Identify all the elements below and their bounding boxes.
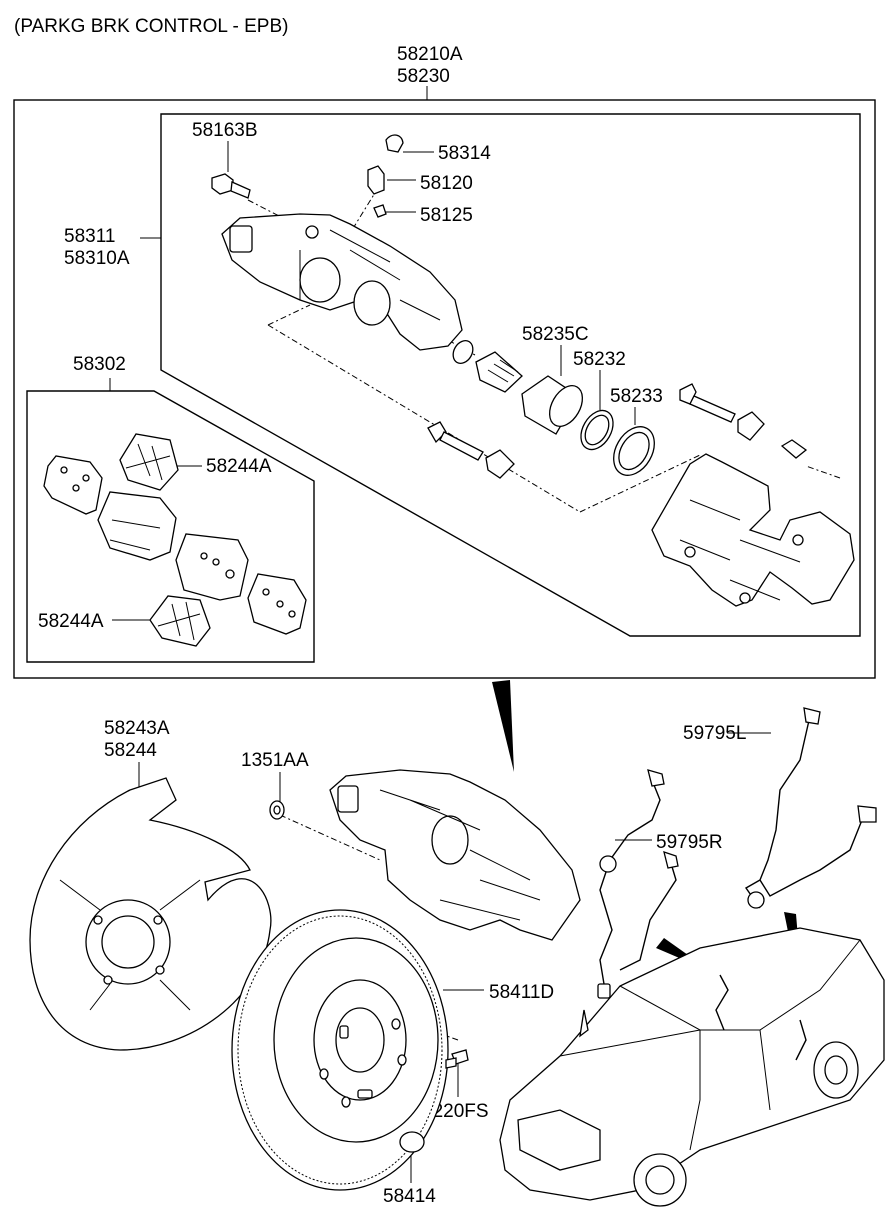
piston-boot-58233 (613, 426, 655, 476)
pad-shim-left (43, 455, 103, 515)
diagram-title: (PARKG BRK CONTROL - EPB) (14, 16, 288, 37)
label-58310A: 58310A (64, 248, 130, 269)
brake-disc-58411D (231, 909, 449, 1191)
label-58244: 58244 (104, 740, 157, 761)
label-1351AA: 1351AA (241, 750, 309, 771)
vehicle-illustration (499, 927, 885, 1207)
callout-pointer-caliper (492, 680, 514, 772)
dust-cap-58314 (385, 134, 404, 153)
guide-pin-bushing (780, 439, 808, 459)
label-58232: 58232 (573, 349, 626, 370)
bleeder-58120 (367, 165, 385, 195)
label-58302: 58302 (73, 354, 126, 375)
brake-pad-outer (175, 533, 249, 601)
bleeder-cap-58125 (373, 204, 387, 218)
label-58233: 58233 (610, 386, 663, 407)
dust-shield-58243A (29, 777, 272, 1051)
plug-1351AA (269, 800, 285, 820)
guide-pin-upper (679, 383, 765, 441)
clip-58244A-upper (119, 433, 179, 491)
label-58314: 58314 (438, 143, 491, 164)
label-58125: 58125 (420, 205, 473, 226)
label-59795L: 59795L (683, 723, 746, 744)
screw-1220FS (445, 1049, 469, 1069)
caliper-assembly (329, 769, 581, 941)
label-58235C: 58235C (522, 324, 589, 345)
leader-lines (112, 141, 771, 1183)
pad-kit-frame (26, 390, 315, 663)
seal-ring-small (452, 340, 474, 364)
guide-sleeve (475, 351, 523, 393)
label-58244A-lower: 58244A (38, 611, 104, 632)
hub-cap-58414 (399, 1131, 425, 1153)
label-58411D: 58411D (489, 982, 554, 1003)
brake-pad-inner (97, 491, 177, 561)
clip-58244A-lower (149, 595, 211, 647)
wheel-speed-sensor-59795R (597, 769, 679, 999)
label-58210A: 58210A (397, 44, 463, 65)
label-58243A: 58243A (104, 718, 170, 739)
pad-shim-right (247, 573, 307, 635)
label-58163B: 58163B (192, 120, 258, 141)
label-58311: 58311 (64, 226, 115, 247)
label-58414: 58414 (383, 1186, 436, 1207)
label-58230: 58230 (397, 66, 450, 87)
caliper-body (221, 213, 463, 351)
wheel-speed-sensor-59795L (744, 707, 877, 909)
bolt-58163B (211, 173, 251, 199)
label-58120: 58120 (420, 173, 473, 194)
label-59795R: 59795R (656, 832, 723, 853)
caliper-inner-frame (160, 113, 861, 637)
assembly-outer-frame (13, 99, 876, 679)
piston-seal-58232 (580, 409, 614, 451)
carrier-bracket (651, 453, 855, 607)
piston-58235C (521, 375, 584, 435)
label-58244A-upper: 58244A (206, 456, 272, 477)
guide-pin-lower (427, 421, 515, 479)
